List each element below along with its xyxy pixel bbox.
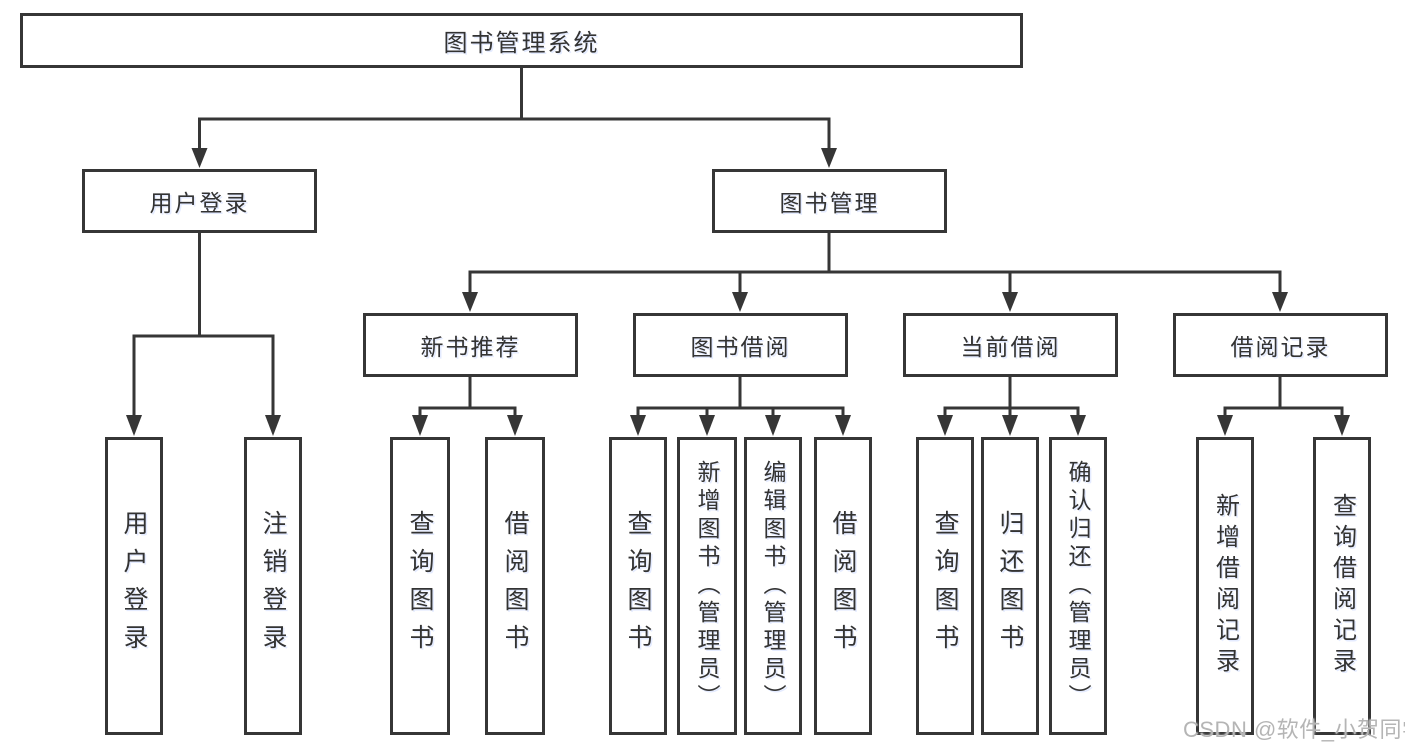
leaf-label: 查询借阅记录 xyxy=(1328,493,1356,679)
leaf-label: 查询图书 xyxy=(406,510,434,662)
leaf-label: 借阅图书 xyxy=(829,510,857,662)
leaf-label: 查询图书 xyxy=(624,510,652,662)
leaf-label: 新增借阅记录 xyxy=(1211,493,1239,679)
node-borrow-records: 借阅记录 xyxy=(1173,313,1388,377)
node-label: 用户登录 xyxy=(149,190,250,216)
connector-borrow-records xyxy=(1217,375,1350,436)
leaf-logout: 注销登录 xyxy=(244,437,302,735)
leaf-borrow-add-books-admin: 新增图书（管理员） xyxy=(677,437,737,735)
connector-new-book xyxy=(412,375,523,436)
node-label: 图书管理系统 xyxy=(443,30,600,57)
connector-root xyxy=(191,66,837,168)
csdn-watermark: CSDN @软件_小贺同学 xyxy=(1183,717,1405,742)
connector-user-login xyxy=(126,231,281,436)
connector-book-borrow xyxy=(630,375,851,436)
leaf-borrow-query-books: 查询图书 xyxy=(609,437,667,735)
leaf-label: 用户登录 xyxy=(120,510,148,662)
node-label: 当前借阅 xyxy=(960,334,1061,360)
leaf-borrow-borrow-books: 借阅图书 xyxy=(814,437,872,735)
node-label: 借阅记录 xyxy=(1230,334,1331,360)
leaf-label: 查询图书 xyxy=(931,510,959,662)
leaf-label: 借阅图书 xyxy=(501,510,529,662)
leaf-label: 注销登录 xyxy=(259,510,287,662)
leaf-current-return-books: 归还图书 xyxy=(981,437,1039,735)
leaf-user-login: 用户登录 xyxy=(105,437,163,735)
leaf-label: 确认归还（管理员） xyxy=(1065,460,1091,712)
node-root-library-system: 图书管理系统 xyxy=(20,13,1023,68)
leaf-borrow-edit-books-admin: 编辑图书（管理员） xyxy=(744,437,802,735)
node-label: 图书管理 xyxy=(779,190,880,216)
leaf-label: 新增图书（管理员） xyxy=(694,460,720,712)
leaf-label: 归还图书 xyxy=(996,510,1024,662)
node-label: 新书推荐 xyxy=(420,334,521,360)
node-book-management: 图书管理 xyxy=(712,169,947,233)
node-current-borrow: 当前借阅 xyxy=(903,313,1118,377)
leaf-label: 编辑图书（管理员） xyxy=(760,460,786,712)
connector-current-borrow xyxy=(937,375,1086,436)
leaf-records-add-record: 新增借阅记录 xyxy=(1196,437,1254,735)
node-new-book-recommend: 新书推荐 xyxy=(363,313,578,377)
leaf-current-confirm-return-admin: 确认归还（管理员） xyxy=(1049,437,1107,735)
leaf-newbook-borrow-books: 借阅图书 xyxy=(485,437,545,735)
node-user-login: 用户登录 xyxy=(82,169,317,233)
connector-book-mgmt xyxy=(462,231,1288,312)
leaf-newbook-query-books: 查询图书 xyxy=(390,437,450,735)
node-book-borrow: 图书借阅 xyxy=(633,313,848,377)
node-label: 图书借阅 xyxy=(690,334,791,360)
leaf-records-query-record: 查询借阅记录 xyxy=(1313,437,1371,735)
leaf-current-query-books: 查询图书 xyxy=(916,437,974,735)
